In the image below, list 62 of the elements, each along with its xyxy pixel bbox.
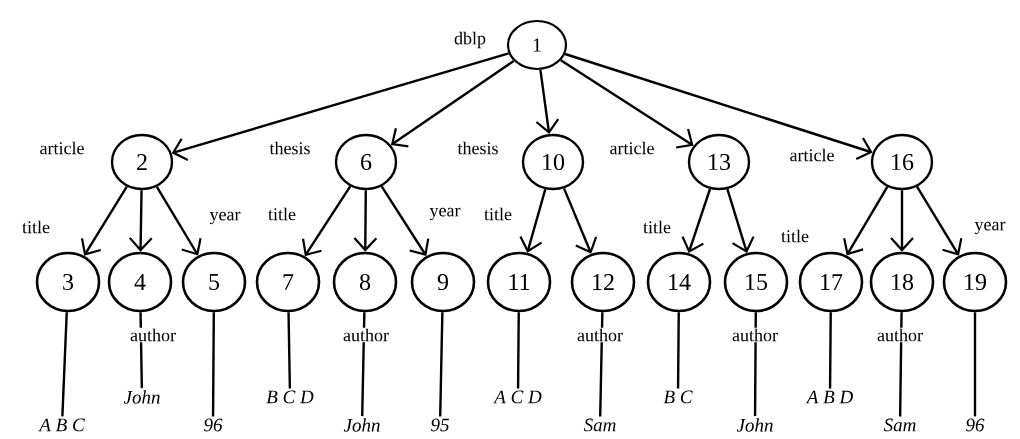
value-line bbox=[516, 312, 520, 389]
tag-label: year bbox=[973, 220, 1007, 236]
value-line bbox=[287, 312, 292, 389]
tag-label: title bbox=[642, 219, 672, 235]
value-text: Sam bbox=[883, 418, 916, 432]
tag-label: year bbox=[208, 210, 242, 226]
value-text: 96 bbox=[204, 418, 223, 432]
arrow bbox=[535, 69, 560, 134]
value-line bbox=[361, 312, 366, 417]
value-text: A B C bbox=[38, 418, 85, 432]
value-text: B C bbox=[663, 390, 693, 404]
value-text: A B D bbox=[805, 390, 853, 404]
arrow bbox=[843, 186, 889, 256]
arrow bbox=[390, 59, 515, 148]
value-text: 96 bbox=[966, 418, 985, 432]
arrow bbox=[380, 185, 430, 257]
arrow bbox=[301, 185, 352, 257]
tag-label: dblp bbox=[453, 30, 487, 50]
tag-label: thesis bbox=[268, 140, 312, 156]
arrow bbox=[171, 52, 509, 161]
arrow bbox=[564, 52, 873, 160]
value-text: John bbox=[736, 418, 773, 432]
value-text: A C D bbox=[493, 390, 542, 404]
tag-label: author bbox=[576, 327, 624, 343]
tag-label: author bbox=[342, 327, 390, 343]
tag-label: thesis bbox=[456, 140, 500, 156]
value-line bbox=[676, 312, 680, 389]
tag-label: author bbox=[876, 327, 924, 343]
arrow bbox=[155, 186, 202, 256]
value-text: John bbox=[123, 390, 160, 404]
arrow bbox=[80, 186, 128, 256]
arrow bbox=[681, 188, 712, 254]
tag-label: title bbox=[267, 206, 297, 222]
arrow bbox=[562, 187, 598, 254]
value-line bbox=[61, 312, 68, 417]
arrow bbox=[890, 190, 914, 252]
arrow bbox=[560, 59, 694, 149]
arrow bbox=[353, 190, 378, 252]
tag-label: article bbox=[788, 147, 836, 163]
arrow bbox=[519, 189, 547, 253]
value-line bbox=[828, 312, 832, 389]
tag-label: author bbox=[129, 327, 177, 343]
tag-label: article bbox=[608, 140, 656, 156]
tag-label: article bbox=[38, 140, 86, 156]
value-line bbox=[898, 312, 903, 417]
tag-label: author bbox=[731, 327, 779, 343]
value-text: John bbox=[343, 418, 380, 432]
value-text: Sam bbox=[583, 418, 616, 432]
value-line bbox=[439, 312, 444, 417]
value-line bbox=[211, 312, 215, 417]
value-line bbox=[753, 312, 757, 417]
arrow bbox=[726, 188, 755, 253]
tag-label: year bbox=[428, 206, 462, 222]
tag-label: title bbox=[483, 206, 513, 222]
value-text: 95 bbox=[431, 418, 449, 432]
arrow bbox=[916, 186, 963, 256]
tag-label: title bbox=[780, 228, 810, 244]
value-line bbox=[599, 312, 604, 417]
value-text: B C D bbox=[266, 390, 314, 404]
arrow bbox=[128, 190, 153, 252]
tag-label: title bbox=[21, 219, 51, 235]
value-line bbox=[973, 312, 977, 417]
